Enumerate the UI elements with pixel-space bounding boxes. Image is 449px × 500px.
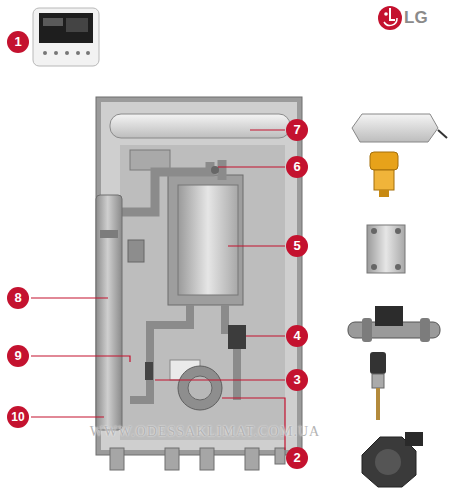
unit-housing (96, 97, 302, 470)
callout-number: 5 (286, 235, 308, 257)
watermark: WWW.ODESSAKLIMAT.COM.UA (90, 424, 320, 440)
callout-number: 4 (286, 325, 308, 347)
callout-number: 7 (286, 119, 308, 141)
callout-number: 6 (286, 156, 308, 178)
leader-lines (31, 130, 285, 450)
callout-number: 3 (286, 369, 308, 391)
callout-number: 1 (7, 31, 29, 53)
brand-logo-text: LG (404, 8, 428, 28)
callout-number: 9 (7, 345, 29, 367)
callout-number: 10 (7, 406, 29, 428)
part-icons (348, 114, 447, 487)
callout-number: 8 (7, 287, 29, 309)
remote-controller (33, 8, 99, 66)
callout-number: 2 (286, 447, 308, 469)
lg-logo-face (378, 6, 402, 30)
